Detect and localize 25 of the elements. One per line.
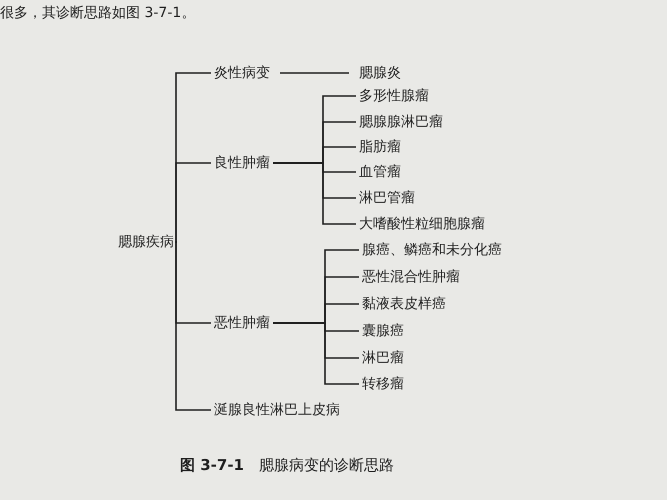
node-label: 腮腺腺淋巴瘤	[357, 113, 445, 131]
node-label: 转移瘤	[360, 375, 406, 393]
node-label: 腺癌、鳞癌和未分化癌	[360, 241, 504, 259]
node-label: 黏液表皮样癌	[360, 295, 448, 313]
node-label: 炎性病变	[212, 64, 272, 82]
node-label: 囊腺癌	[360, 322, 406, 340]
body-text: 很多，其诊断思路如图 3-7-1。	[0, 4, 196, 22]
node-label: 腮腺疾病	[116, 233, 176, 251]
node-label: 淋巴瘤	[360, 349, 406, 367]
node-label: 脂肪瘤	[357, 138, 403, 156]
node-label: 多形性腺瘤	[357, 87, 431, 105]
node-label: 大嗜酸性粒细胞腺瘤	[357, 215, 487, 233]
node-label: 血管瘤	[357, 163, 403, 181]
node-label: 恶性混合性肿瘤	[360, 268, 462, 286]
connector-line	[175, 241, 211, 411]
connector-line	[280, 72, 349, 74]
node-label: 良性肿瘤	[212, 154, 272, 172]
connector-line	[175, 162, 211, 243]
node-label: 涎腺良性淋巴上皮病	[212, 401, 342, 419]
node-label: 腮腺炎	[357, 64, 403, 82]
connector-line	[273, 322, 359, 385]
figure-caption: 图 3-7-1 腮腺病变的诊断思路	[180, 456, 394, 475]
node-label: 恶性肿瘤	[212, 314, 272, 332]
connector-line	[273, 162, 356, 225]
node-label: 淋巴管瘤	[357, 189, 417, 207]
